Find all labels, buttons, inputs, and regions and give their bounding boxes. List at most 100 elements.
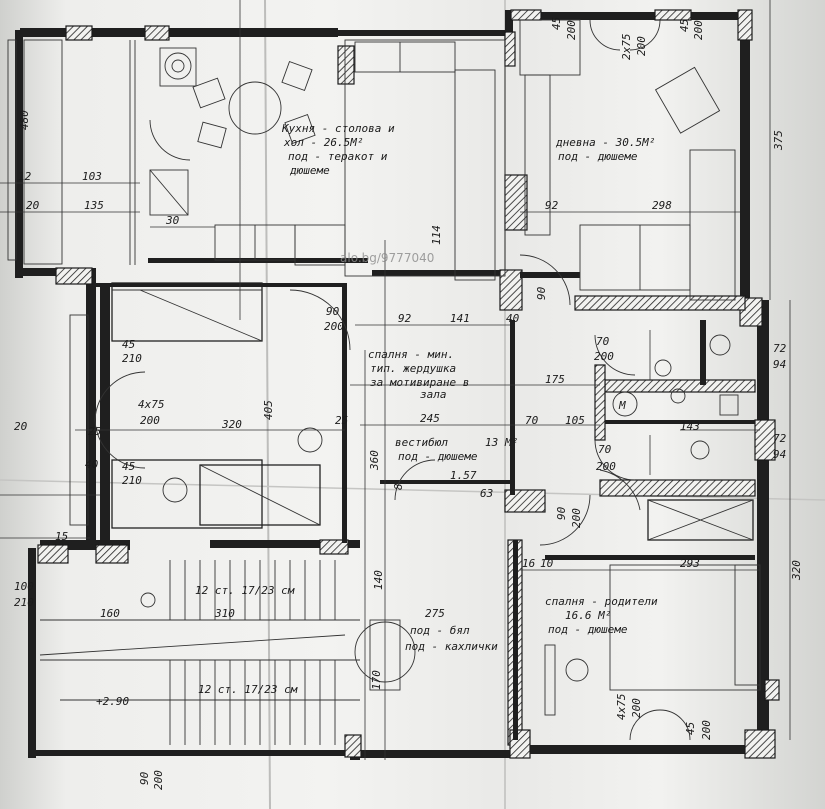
svg-text:90: 90 xyxy=(138,771,151,785)
stairs-upper-label: 12 ст. 17/23 см xyxy=(195,584,295,597)
svg-text:70: 70 xyxy=(525,414,539,427)
svg-text:1.57: 1.57 xyxy=(450,469,477,482)
stairs-lower-label: 12 ст. 17/23 см xyxy=(198,683,298,696)
svg-text:200: 200 xyxy=(565,20,578,40)
inner-walls xyxy=(96,258,755,740)
svg-text:298: 298 xyxy=(652,199,672,212)
svg-text:15: 15 xyxy=(55,530,68,543)
kitchen-label-4: дюшеме xyxy=(289,164,330,177)
svg-text:275: 275 xyxy=(425,607,445,620)
svg-text:25: 25 xyxy=(335,414,348,427)
bathroom-fixtures: M xyxy=(140,334,739,716)
svg-text:200: 200 xyxy=(152,770,165,790)
svg-text:210: 210 xyxy=(14,596,34,609)
vestibule-label-1: вестибюл xyxy=(395,436,448,449)
svg-text:100: 100 xyxy=(14,580,34,593)
svg-text:90: 90 xyxy=(535,286,548,300)
svg-text:170: 170 xyxy=(370,670,383,690)
svg-text:375: 375 xyxy=(772,130,785,151)
svg-text:94: 94 xyxy=(773,358,786,371)
svg-text:405: 405 xyxy=(262,400,275,420)
svg-text:160: 160 xyxy=(100,607,120,620)
svg-text:200: 200 xyxy=(570,508,583,528)
outer-walls xyxy=(15,10,770,760)
svg-text:94: 94 xyxy=(773,448,786,461)
svg-text:103: 103 xyxy=(82,170,102,183)
svg-text:72: 72 xyxy=(773,432,787,445)
svg-text:210: 210 xyxy=(122,474,142,487)
structural-columns xyxy=(37,9,780,759)
svg-text:8: 8 xyxy=(392,483,405,490)
room-labels: Кухня - столова и хол - 26.5М² под - тер… xyxy=(195,122,658,696)
svg-text:200: 200 xyxy=(594,350,614,363)
kitchen-label-3: под - теракот и xyxy=(288,150,388,163)
svg-text:320: 320 xyxy=(790,560,803,581)
svg-text:105: 105 xyxy=(565,414,585,427)
svg-text:200: 200 xyxy=(635,36,648,56)
svg-text:45: 45 xyxy=(678,19,691,32)
svg-text:200: 200 xyxy=(700,720,713,740)
staircase xyxy=(39,560,360,745)
svg-text:45: 45 xyxy=(550,17,563,30)
svg-text:92: 92 xyxy=(398,312,412,325)
window-lines xyxy=(7,19,736,526)
svg-text:70: 70 xyxy=(598,443,612,456)
svg-text:200: 200 xyxy=(324,320,344,333)
svg-text:135: 135 xyxy=(84,199,104,212)
living-label-2: под - дюшеме xyxy=(558,150,638,163)
svg-text:200: 200 xyxy=(140,414,160,427)
living-label-1: дневна - 30.5М² xyxy=(555,136,655,149)
kids-bedroom-label-2: тип. жердушка xyxy=(370,362,456,375)
svg-text:25: 25 xyxy=(88,425,101,438)
parents-bedroom-label-1: спалня - родители xyxy=(545,595,658,608)
svg-text:20: 20 xyxy=(26,199,40,212)
svg-text:90: 90 xyxy=(326,305,340,318)
kids-bedroom-label-1: спалня - мин. xyxy=(368,348,454,361)
kitchen-label-1: Кухня - столова и xyxy=(281,122,395,135)
svg-text:30: 30 xyxy=(165,214,180,227)
paper-fold-line xyxy=(0,479,825,501)
svg-text:+2.90: +2.90 xyxy=(96,695,129,708)
kitchen-label-2: хол - 26.5М² xyxy=(283,136,363,149)
corridor-label-2: под - кахлички xyxy=(405,640,498,653)
svg-text:92: 92 xyxy=(545,199,559,212)
svg-text:200: 200 xyxy=(630,698,643,718)
svg-text:140: 140 xyxy=(372,570,385,590)
vestibule-label-3: 13 М² xyxy=(485,436,518,449)
kids-bedroom-label-3: за мотивиране в xyxy=(370,376,469,389)
svg-text:16: 16 xyxy=(522,557,536,570)
svg-text:45: 45 xyxy=(122,338,135,351)
svg-text:310: 310 xyxy=(214,607,235,620)
svg-text:4x75: 4x75 xyxy=(615,694,628,721)
dimension-labels: 480 12 103 20 135 30 90 200 92 141 40 45… xyxy=(14,17,803,790)
svg-text:40: 40 xyxy=(85,458,99,471)
parents-bedroom-label-3: под - дюшеме xyxy=(548,623,628,636)
vestibule-label-2: под - дюшеме xyxy=(398,450,478,463)
bed-furniture xyxy=(111,282,761,691)
kids-bedroom-label-4: зала xyxy=(420,388,447,401)
svg-text:45: 45 xyxy=(684,722,697,735)
svg-text:40: 40 xyxy=(506,312,520,325)
svg-text:72: 72 xyxy=(773,342,787,355)
dining-table xyxy=(159,47,316,149)
dimension-lines xyxy=(0,0,791,760)
svg-text:4x75: 4x75 xyxy=(138,398,165,411)
svg-text:20: 20 xyxy=(14,420,28,433)
svg-text:90: 90 xyxy=(555,506,568,520)
svg-text:320: 320 xyxy=(221,418,242,431)
door-swings xyxy=(94,19,691,741)
svg-text:245: 245 xyxy=(420,412,440,425)
corridor-label-1: под - бял xyxy=(410,624,470,637)
watermark: alo.bg/9777040 xyxy=(340,251,434,265)
paper-fold-line xyxy=(264,0,271,809)
svg-text:M: M xyxy=(618,399,626,412)
svg-text:200: 200 xyxy=(596,460,616,473)
svg-text:143: 143 xyxy=(680,420,700,433)
svg-text:200: 200 xyxy=(692,20,705,40)
parents-bedroom-label-2: 16.6 М² xyxy=(565,609,611,622)
svg-text:10: 10 xyxy=(540,557,554,570)
svg-text:114: 114 xyxy=(430,225,443,245)
svg-text:175: 175 xyxy=(545,373,565,386)
